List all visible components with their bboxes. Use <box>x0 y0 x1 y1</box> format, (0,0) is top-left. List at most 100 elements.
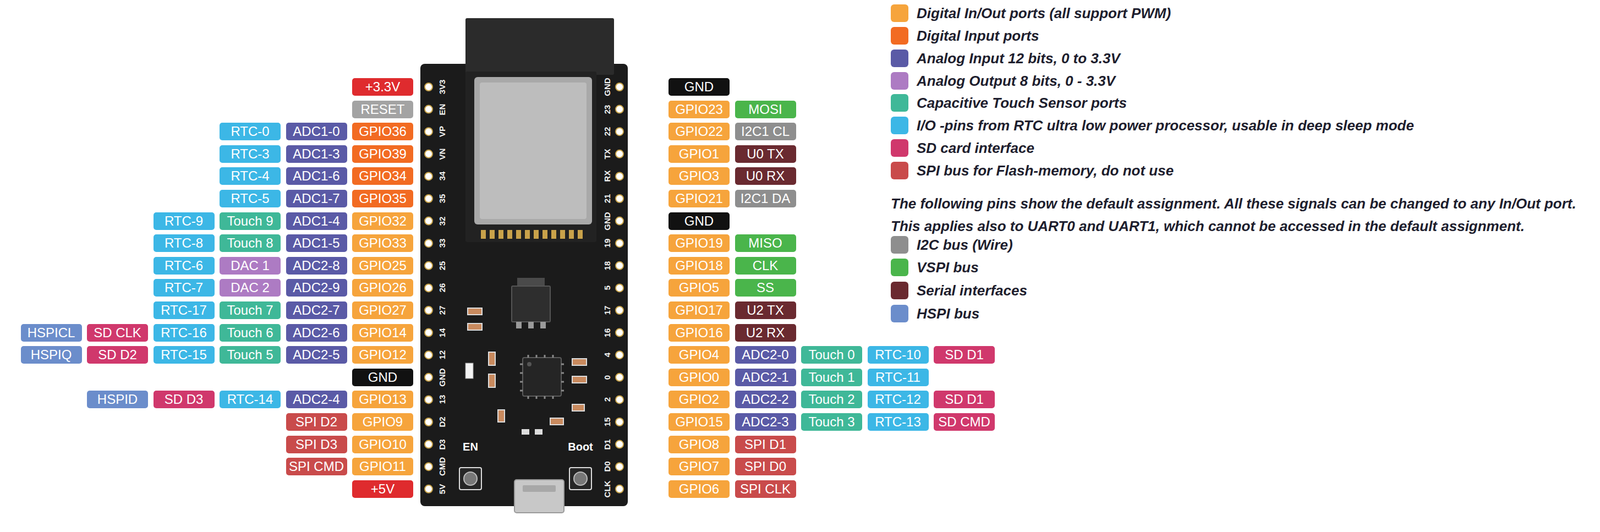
pin-name: GPIO36 <box>358 124 407 139</box>
pin-name: GPIO10 <box>358 437 407 452</box>
silkscreen-label: 5V <box>437 484 447 495</box>
pin-pill: RTC-8 <box>153 234 215 252</box>
pin-pill: SPI CLK <box>735 480 797 498</box>
pin-pill: GPIO26 <box>352 278 414 297</box>
silkscreen-label: 5 <box>603 285 612 290</box>
pin-pill: GPIO4 <box>668 346 730 364</box>
silkscreen-label: GND <box>603 211 612 230</box>
pin-name: GPIO33 <box>358 236 407 250</box>
pin-pill: RTC-15 <box>153 346 215 364</box>
legend-swatch <box>890 139 909 157</box>
pin-pill: GND <box>352 368 414 387</box>
pin-name: SPI D0 <box>744 459 787 474</box>
pin-name: RTC-17 <box>160 303 207 317</box>
legend-text: I/O -pins from RTC ultra low power proce… <box>916 118 1415 133</box>
pin-pill: GPIO6 <box>668 480 730 498</box>
pin-name: GPIO35 <box>358 192 407 206</box>
pin-name: ADC2-8 <box>292 259 340 273</box>
pin-name: Touch 0 <box>808 348 855 362</box>
pin-name: GPIO27 <box>358 303 407 317</box>
pin-name: ADC1-0 <box>292 124 340 139</box>
pin-name: GPIO2 <box>678 392 720 407</box>
pin-name: RTC-9 <box>164 214 204 228</box>
pin-pill: GPIO17 <box>668 301 730 320</box>
pin-name: GPIO11 <box>359 459 407 474</box>
pin-name: RESET <box>360 102 405 117</box>
silkscreen-label: 18 <box>603 260 612 271</box>
pin-pill: RTC-17 <box>153 301 215 320</box>
pin-pill: GPIO33 <box>352 234 414 252</box>
pin-pill: HSPID <box>86 390 149 409</box>
pin-pill: I2C1 CL <box>735 122 797 141</box>
pin-name: RTC-4 <box>230 169 270 183</box>
pin-pill: RTC-0 <box>219 122 281 141</box>
silkscreen-label: 4 <box>603 352 612 358</box>
pin-name: ADC2-6 <box>292 326 340 340</box>
pin-pill: Touch 6 <box>219 324 281 342</box>
silkscreen-label: 14 <box>437 327 447 338</box>
silkscreen-label: CMD <box>437 457 447 476</box>
pin-pill: GPIO15 <box>668 413 730 431</box>
silkscreen-label: VN <box>437 148 447 160</box>
legend-swatch <box>890 161 909 180</box>
pin-name: ADC2-5 <box>292 348 340 362</box>
pin-pill: ADC1-7 <box>286 189 348 208</box>
pin-pill: GPIO23 <box>668 100 730 119</box>
silkscreen-label: 12 <box>437 350 447 360</box>
pin-pill: U2 TX <box>735 301 797 320</box>
pin-name: ADC2-0 <box>741 348 789 362</box>
pin-name: ADC1-7 <box>292 192 340 206</box>
pin-name: RTC-15 <box>160 348 207 362</box>
pin-pill: SPI D1 <box>735 435 797 454</box>
pin-pill: RTC-5 <box>219 189 281 208</box>
pin-pill: GPIO5 <box>668 278 730 297</box>
silkscreen-label: D0 <box>603 461 612 473</box>
silkscreen-label: 23 <box>603 104 612 114</box>
pin-name: U0 RX <box>746 169 786 183</box>
pin-pill: SPI CMD <box>286 457 348 476</box>
pin-pill: GPIO2 <box>668 390 730 409</box>
pin-name: GPIO4 <box>678 348 720 362</box>
legend-swatch <box>890 49 909 68</box>
pin-pill: GPIO25 <box>352 256 414 275</box>
pin-name: GPIO13 <box>358 392 407 407</box>
silkscreen-label: TX <box>603 148 612 160</box>
pin-name: GND <box>684 214 714 228</box>
legend-text: Serial interfaces <box>916 283 1028 298</box>
pin-pill: ADC2-9 <box>286 278 348 297</box>
pin-name: ADC1-6 <box>292 169 340 183</box>
pin-pill: SS <box>735 278 797 297</box>
pin-name: Touch 9 <box>226 214 273 228</box>
pin-pill: Touch 0 <box>801 346 863 364</box>
silkscreen-label: 34 <box>437 171 447 182</box>
pin-pill: RTC-12 <box>867 390 929 409</box>
pin-pill: Touch 3 <box>801 413 863 431</box>
pin-name: Touch 7 <box>226 303 273 317</box>
pin-name: RTC-16 <box>160 326 207 340</box>
pin-name: HSPID <box>97 392 138 407</box>
legend-text: Capacitive Touch Sensor ports <box>916 95 1127 111</box>
pin-name: HSPIQ <box>30 348 73 362</box>
legend-text: SPI bus for Flash-memory, do not use <box>916 163 1174 178</box>
pin-pill: Touch 1 <box>801 368 863 387</box>
silkscreen-label: 19 <box>603 238 612 249</box>
pin-name: U2 RX <box>746 326 786 340</box>
pin-pill: MISO <box>735 234 797 252</box>
pin-pill: RTC-6 <box>153 256 215 275</box>
pin-name: GPIO26 <box>358 281 407 295</box>
pin-pill: SD D2 <box>86 346 149 364</box>
pin-name: MISO <box>748 236 782 250</box>
pin-name: GPIO12 <box>358 348 407 362</box>
pin-name: ADC2-2 <box>741 392 789 407</box>
legend-text: I2C bus (Wire) <box>916 237 1013 252</box>
silkscreen-label: D3 <box>437 439 447 450</box>
pin-name: GPIO39 <box>358 147 407 161</box>
pin-name: U0 TX <box>746 147 785 161</box>
pin-pill: ADC1-6 <box>286 167 348 185</box>
pin-pill: HSPIQ <box>20 346 82 364</box>
pin-pill: GPIO0 <box>668 368 730 387</box>
legend-swatch <box>890 116 909 135</box>
silkscreen-label: 17 <box>603 305 612 316</box>
pin-name: ADC1-4 <box>292 214 340 228</box>
